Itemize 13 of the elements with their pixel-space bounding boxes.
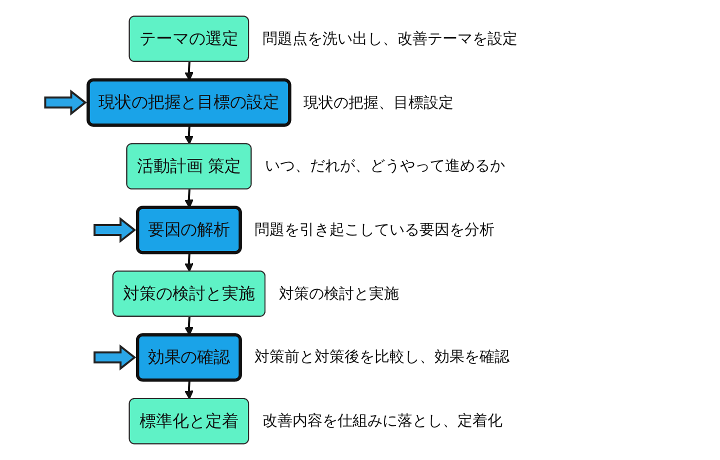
step-description: いつ、だれが、どうやって進めるか [265,156,506,176]
step-description: 問題点を洗い出し、改善テーマを設定 [262,29,518,48]
block-arrow [44,90,87,116]
arrow [184,126,194,145]
step-description: 対策前と対策後を比較し、効果を確認 [254,348,510,367]
step-description: 改善内容を仕組みに落とし、定着化 [262,412,503,431]
arrow [184,380,194,400]
block-arrow [94,216,136,244]
arrow [184,253,194,272]
block-arrow [94,344,136,370]
step-description: 現状の把握、目標設定 [304,93,454,112]
step-description: 対策の検討と実施 [278,284,399,304]
step-description: 問題を引き起こしている要因を分析 [254,220,494,240]
